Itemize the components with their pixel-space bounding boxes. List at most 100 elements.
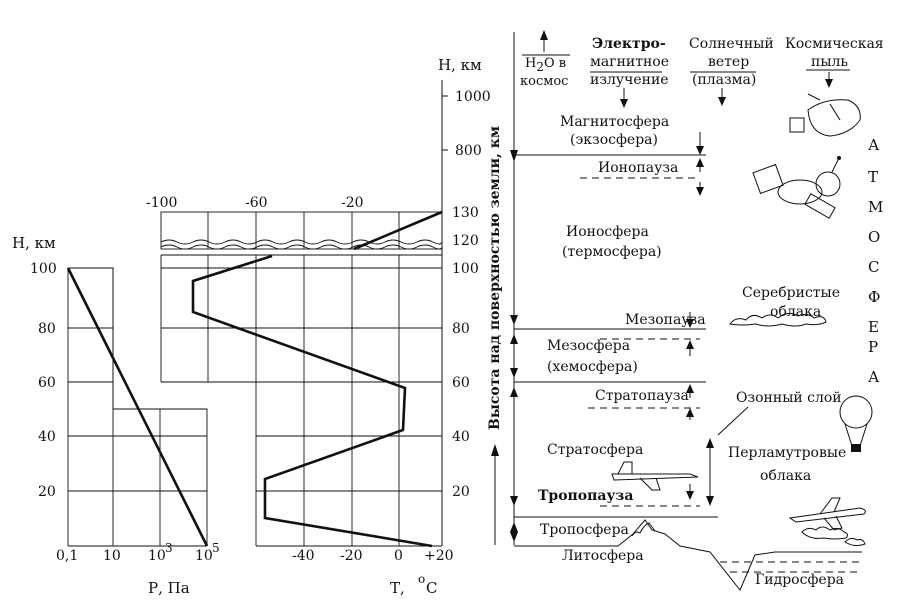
side-arrowhead — [686, 319, 694, 328]
pressure-x-label: Р, Па — [148, 579, 190, 597]
pressure-y-tick: 80 — [38, 321, 56, 337]
pressure-y-tick: 60 — [38, 375, 56, 391]
temperature-unit-degree: o — [418, 572, 425, 586]
ozone-pointer — [717, 406, 749, 436]
height-tick-label: 130 — [452, 205, 479, 221]
atmosphere-letter: О — [868, 228, 880, 246]
height-tick-label: 40 — [452, 429, 470, 445]
solar-header-line3: (плазма) — [692, 72, 756, 88]
nacreous-arrowhead — [706, 496, 714, 506]
balloon-gondola-icon — [851, 444, 861, 452]
side-arrowhead — [696, 146, 704, 155]
nacreous-arrowhead — [706, 438, 714, 448]
ground-line — [514, 519, 862, 591]
boundary-arrowhead — [510, 150, 518, 162]
layer-ionosphere: Ионосфера — [566, 224, 649, 240]
height-arrowhead — [491, 444, 499, 456]
height-tick-label: 1000 — [455, 89, 491, 105]
atmosphere-letter: Ф — [868, 288, 880, 306]
cloud-icon — [844, 537, 866, 547]
layer-ionosphere-sub: (термосфера) — [562, 244, 662, 260]
atmosphere-letter: А — [868, 368, 880, 386]
label-nacreous-clouds-2: облака — [760, 468, 811, 484]
height-tick-label: 80 — [452, 321, 470, 337]
temperature-top-tick: -60 — [245, 195, 268, 211]
side-arrowhead — [686, 491, 694, 500]
airplane-icon — [788, 507, 866, 523]
layer-stratopause: Стратопауза — [595, 388, 689, 404]
side-arrowhead — [696, 187, 704, 196]
pressure-x-tick: 0,1 — [56, 548, 78, 564]
pressure-curve — [66, 267, 209, 547]
label-ozone-layer: Озонный слой — [736, 390, 842, 406]
atmosphere-schematic: Высота над поверхностью земли, км H2O в … — [487, 30, 884, 591]
boundary-arrowhead — [510, 368, 518, 378]
pressure-x-tick-exponent: 5 — [212, 541, 220, 555]
height-tick-label: 60 — [452, 375, 470, 391]
layer-tropopause: Тропопауза — [538, 488, 633, 504]
layer-hydrosphere: Гидросфера — [755, 572, 844, 588]
atmosphere-letter: Е — [868, 318, 879, 336]
boundary-arrowhead — [510, 532, 518, 542]
temperature-bottom-tick: +20 — [424, 548, 454, 564]
pressure-x-tick: 10 — [148, 548, 166, 564]
temperature-curve — [191, 254, 433, 548]
layer-ionopause: Ионопауза — [598, 160, 678, 176]
temperature-panel: Н, км 1000 800 130 120 100 80 60 40 20 -… — [146, 56, 491, 597]
satellite-icon — [789, 93, 861, 137]
atmosphere-letter: Р — [868, 338, 878, 356]
label-nacreous-clouds: Перламутровые — [728, 445, 846, 461]
height-tick-label: 100 — [452, 261, 479, 277]
side-arrowhead — [686, 384, 694, 393]
layer-troposphere: Тропосфера — [540, 522, 629, 538]
dust-header-line1: Космическая — [785, 36, 884, 52]
height-tick-label: 800 — [455, 143, 482, 159]
label-noctilucent-clouds: Серебристые — [742, 285, 840, 301]
atmosphere-letter: Т — [868, 168, 878, 186]
pressure-y-tick: 20 — [38, 484, 56, 500]
solar-header-line2: ветер — [708, 54, 749, 70]
layer-mesosphere-sub: (хемосфера) — [547, 359, 638, 375]
solar-header-line1: Солнечный — [689, 36, 774, 52]
temperature-h-label: Н, км — [438, 56, 482, 74]
em-header-line2: магнитное — [590, 54, 669, 70]
h2o-header-line2: космос — [520, 74, 568, 89]
pressure-y-tick: 40 — [38, 429, 56, 445]
em-arrowhead — [620, 99, 628, 108]
pressure-h-label: Н, км — [12, 234, 56, 252]
layer-lithosphere: Литосфера — [562, 548, 644, 564]
jet-icon — [617, 461, 633, 475]
pressure-y-tick: 100 — [30, 261, 57, 277]
temperature-top-tick: -20 — [341, 195, 364, 211]
layer-magnetosphere: Магнитосфера — [560, 114, 669, 130]
temperature-unit: С — [426, 579, 437, 597]
layer-mesopause: Мезопауза — [625, 312, 706, 328]
dust-arrowhead — [825, 79, 833, 88]
atmosphere-letter: С — [868, 258, 879, 276]
temperature-upper-band — [160, 211, 443, 250]
layer-mesosphere: Мезосфера — [547, 338, 630, 354]
pressure-x-tick: 10 — [103, 548, 121, 564]
balloon-icon — [859, 423, 868, 447]
temperature-bottom-tick: 0 — [394, 548, 403, 564]
boundary-arrowhead — [510, 522, 518, 532]
pressure-x-tick: 10 — [195, 548, 213, 564]
atmosphere-letter: М — [868, 198, 883, 216]
cloud-icon — [729, 312, 827, 327]
dust-header-line2: пыль — [811, 54, 848, 70]
jet-icon — [639, 477, 661, 491]
temperature-x-label: Т, — [390, 579, 405, 597]
atmosphere-letter: А — [868, 136, 880, 154]
axis-break-wave — [160, 239, 443, 245]
em-header-line1: Электро- — [592, 36, 666, 52]
mountain-icon — [631, 522, 656, 537]
height-tick-label: 20 — [452, 484, 470, 500]
layer-stratosphere: Стратосфера — [547, 442, 643, 458]
side-arrowhead — [696, 158, 704, 167]
label-noctilucent-clouds-2: облака — [770, 304, 821, 320]
boundary-arrowhead — [510, 387, 518, 397]
vertical-axis-label: Высота над поверхностью земли, км — [487, 126, 503, 430]
em-header-line3: излучение — [590, 72, 669, 88]
height-tick-label: 120 — [452, 233, 479, 249]
